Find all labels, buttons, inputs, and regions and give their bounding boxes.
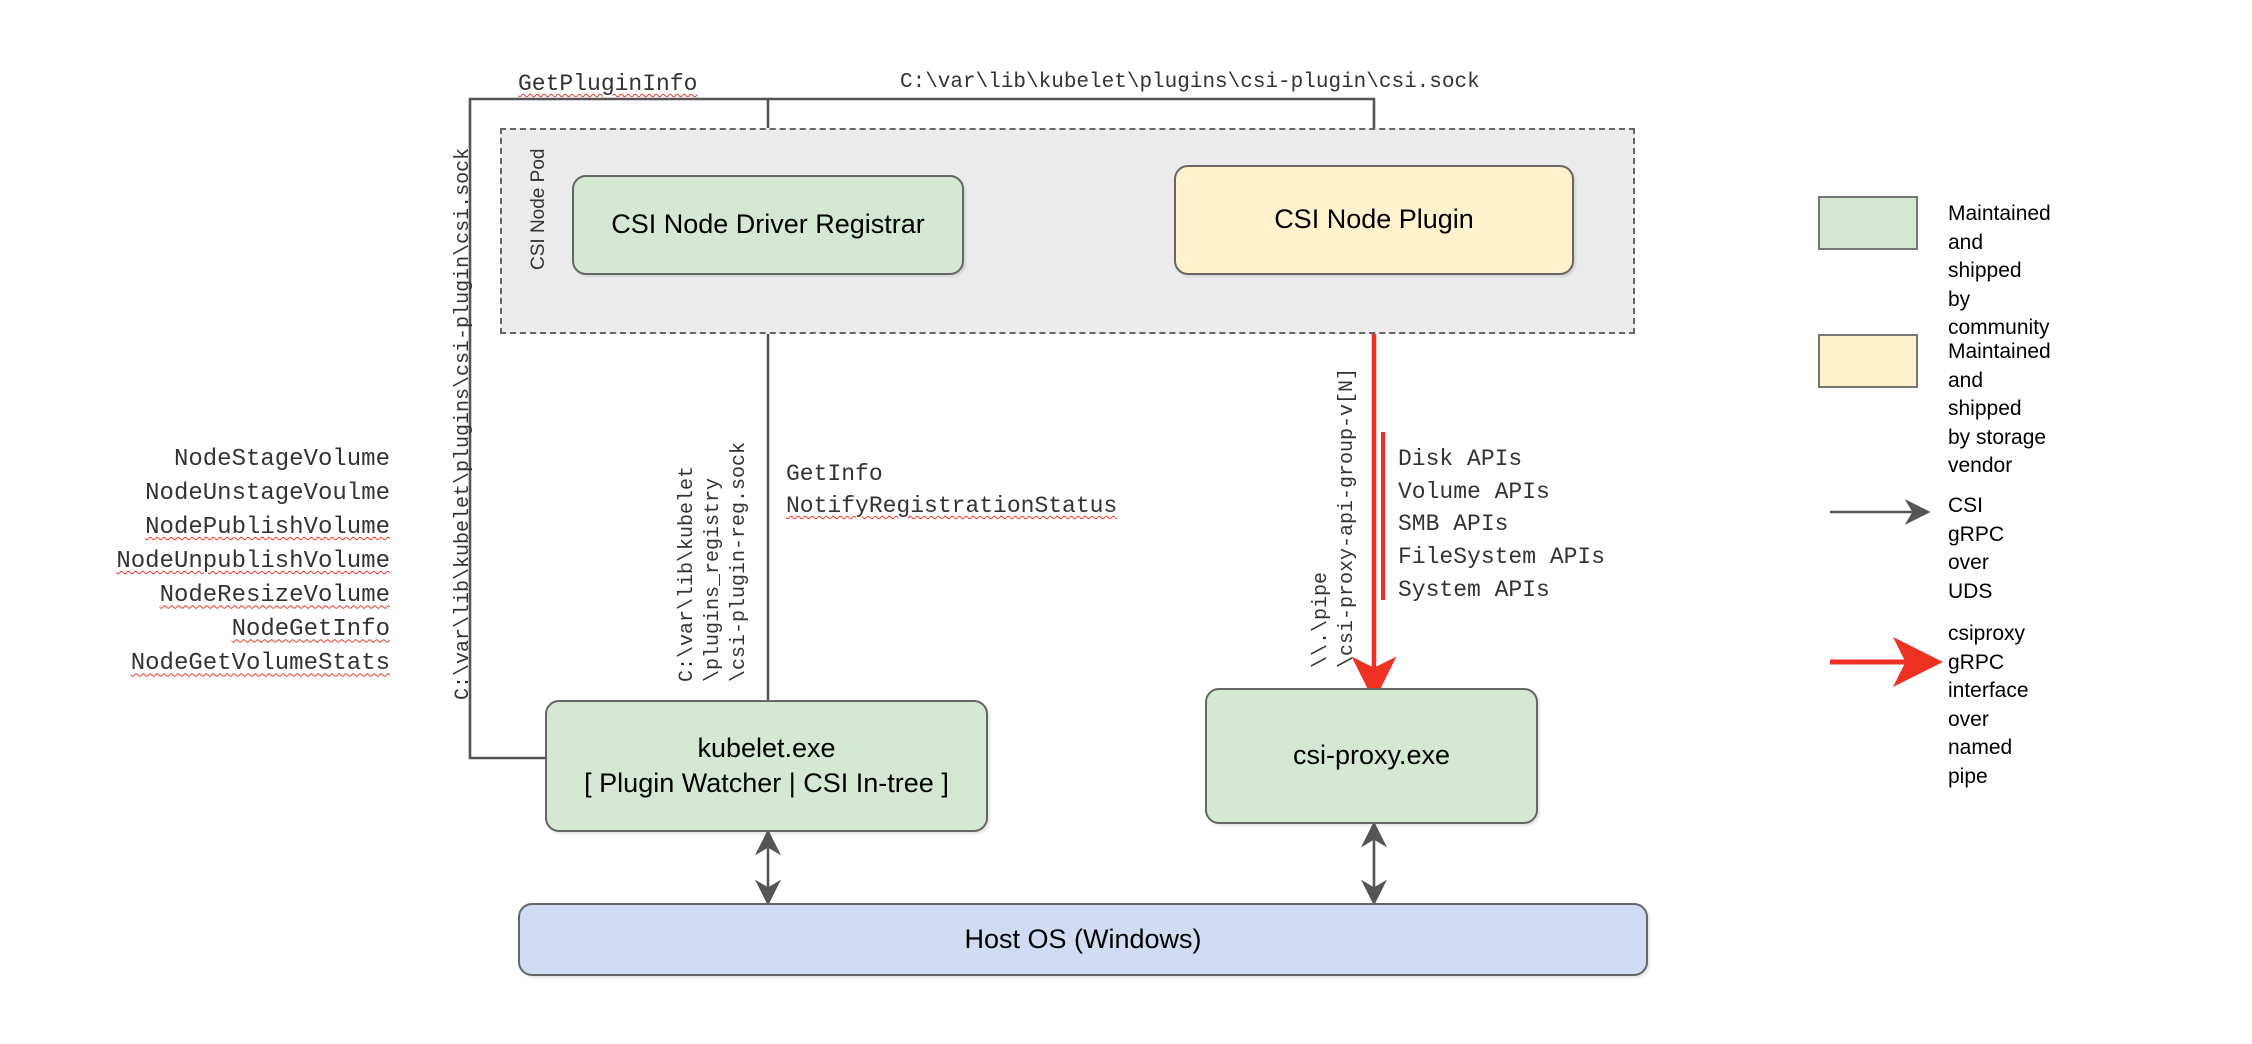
node-host-os-label: Host OS (Windows) (964, 923, 1202, 954)
api-group-item: SMB APIs (1398, 511, 1509, 538)
label-notify-registration-status: NotifyRegistrationStatus (786, 493, 1118, 519)
label-registry-path-line3: \csi-plugin-reg.sock (728, 441, 751, 682)
label-pipe-line2: \csi-proxy-api-group-v[N] (1336, 367, 1359, 668)
label-get-plugin-info: GetPluginInfo (518, 71, 698, 97)
rpc-call-item: NodeGetInfo (231, 616, 390, 644)
label-csi-sock-path-top: C:\var\lib\kubelet\plugins\csi-plugin\cs… (900, 71, 1480, 94)
node-csi-node-plugin[interactable]: CSI Node Plugin (1174, 165, 1574, 275)
node-kubelet[interactable]: kubelet.exe [ Plugin Watcher | CSI In-tr… (545, 700, 988, 832)
rpc-call-item: NodeResizeVolume (159, 582, 390, 610)
node-csi-node-driver-registrar-label: CSI Node Driver Registrar (611, 209, 925, 240)
label-registry-path-line1: C:\var\lib\kubelet (676, 465, 699, 682)
api-group-item: System APIs (1398, 576, 1550, 603)
csi-node-pod-label: CSI Node Pod (528, 148, 549, 270)
legend-label-csiproxy-grpc: csiproxy gRPC interface over named pipe (1948, 622, 2029, 788)
node-host-os[interactable]: Host OS (Windows) (518, 903, 1648, 976)
rpc-call-item: NodePublishVolume (145, 514, 390, 542)
rpc-call-item: NodeStageVolume (173, 446, 390, 473)
api-group-item: FileSystem APIs (1398, 543, 1606, 570)
node-csi-node-plugin-label: CSI Node Plugin (1274, 204, 1474, 235)
rpc-call-list: NodeStageVolume NodeUnstageVoulme NodePu… (60, 443, 390, 682)
label-pipe-line1: \\.\pipe (1310, 571, 1333, 668)
api-group-item: Disk APIs (1398, 446, 1523, 472)
legend-swatch-storage-vendor (1818, 334, 1918, 388)
node-csi-proxy[interactable]: csi-proxy.exe (1205, 688, 1538, 824)
label-registry-path-line2: \plugins_registry (702, 477, 725, 682)
legend-swatch-community (1818, 196, 1918, 250)
api-group-list: Disk APIs Volume APIs SMB APIs FileSyste… (1398, 443, 1605, 606)
node-csi-proxy-label: csi-proxy.exe (1292, 740, 1451, 771)
api-group-item: Volume APIs (1398, 478, 1550, 505)
rpc-call-item: NodeUnpublishVolume (116, 548, 390, 576)
rpc-call-item: NodeUnstageVoulme (145, 480, 390, 508)
rpc-call-item: NodeGetVolumeStats (130, 650, 390, 678)
label-csi-sock-path-vertical: C:\var\lib\kubelet\plugins\csi-plugin\cs… (452, 147, 475, 700)
node-kubelet-line1: kubelet.exe (697, 732, 836, 763)
legend-label-storage-vendor: Maintained and shipped by storage vendor (1948, 340, 2051, 478)
node-kubelet-line2: [ Plugin Watcher | CSI In-tree ] (584, 768, 949, 798)
label-get-info: GetInfo (786, 461, 883, 487)
node-csi-node-driver-registrar[interactable]: CSI Node Driver Registrar (572, 175, 964, 275)
legend-label-community: Maintained and shipped by community (1948, 202, 2051, 340)
legend-label-csi-grpc-uds: CSI gRPC over UDS (1948, 494, 2005, 603)
